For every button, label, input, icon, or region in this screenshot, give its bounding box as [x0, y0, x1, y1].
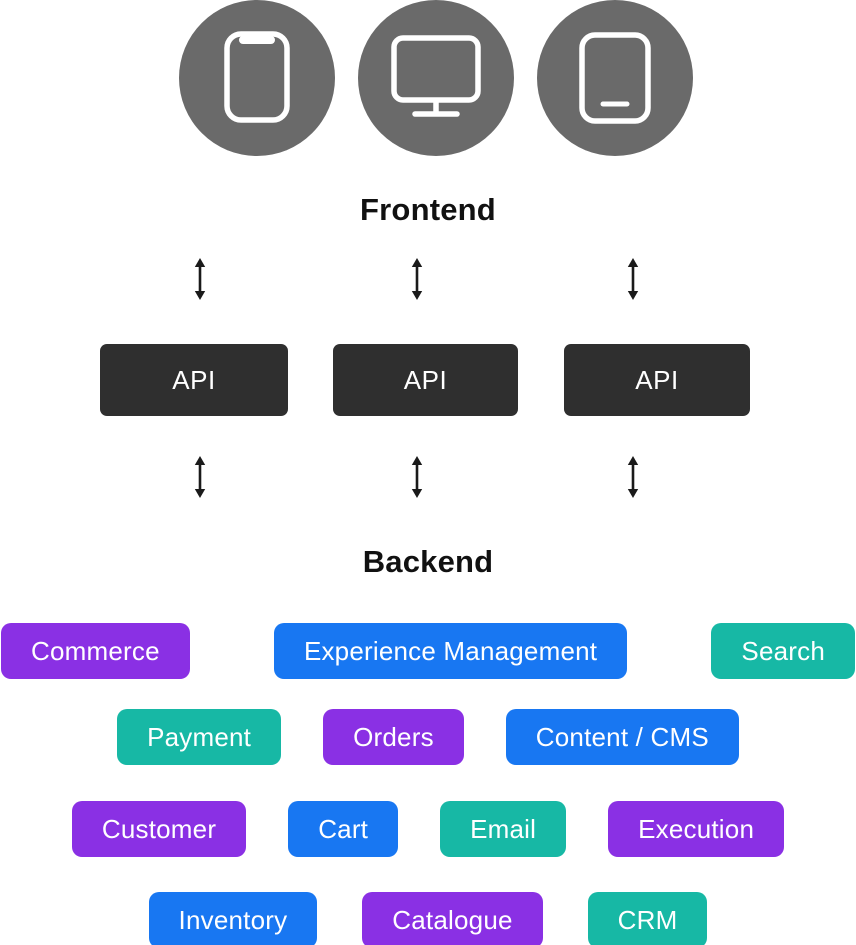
service-pill-content-cms: Content / CMS [505, 709, 739, 765]
service-pill-commerce: Commerce [1, 623, 190, 679]
api-row: API API API [0, 344, 856, 416]
service-pill-inventory: Inventory [148, 892, 318, 945]
api-box-label: API [403, 364, 448, 395]
service-pill-cart: Cart [288, 801, 399, 857]
service-row: Commerce Experience Management Search [0, 623, 856, 679]
frontend-devices-row [179, 0, 693, 156]
tablet-icon [537, 0, 693, 156]
api-box: API [100, 344, 288, 416]
service-pill-execution: Execution [608, 801, 785, 857]
service-pill-email: Email [440, 801, 567, 857]
service-pill-customer: Customer [71, 801, 247, 857]
service-row: Inventory Catalogue CRM [0, 892, 856, 945]
service-pill-crm: CRM [587, 892, 708, 945]
smartphone-icon [179, 0, 335, 156]
service-row: Customer Cart Email Execution [0, 801, 856, 857]
monitor-icon [358, 0, 514, 156]
service-pill-payment: Payment [117, 709, 282, 765]
sync-arrow-icon [409, 454, 425, 505]
service-pill-search: Search [711, 623, 855, 679]
smartphone-circle [179, 0, 335, 156]
backend-title: Backend [362, 544, 494, 579]
api-box: API [333, 344, 518, 416]
service-pill-orders: Orders [323, 709, 464, 765]
backend-services: Commerce Experience Management Search Paym… [0, 623, 856, 945]
tablet-circle [537, 0, 693, 156]
monitor-circle [358, 0, 514, 156]
sync-arrow-icon [192, 454, 208, 505]
frontend-title: Frontend [360, 192, 496, 227]
sync-arrow-icon [625, 256, 641, 307]
api-backend-arrows [0, 454, 856, 500]
service-row: Payment Orders Content / CMS [0, 709, 856, 765]
frontend-api-arrows [0, 256, 856, 302]
api-box-label: API [172, 364, 216, 395]
sync-arrow-icon [409, 256, 425, 307]
service-pill-catalogue: Catalogue [362, 892, 543, 945]
sync-arrow-icon [625, 454, 641, 505]
api-box-label: API [635, 364, 679, 395]
sync-arrow-icon [192, 256, 208, 307]
api-box: API [564, 344, 750, 416]
service-pill-experience-management: Experience Management [273, 623, 628, 679]
